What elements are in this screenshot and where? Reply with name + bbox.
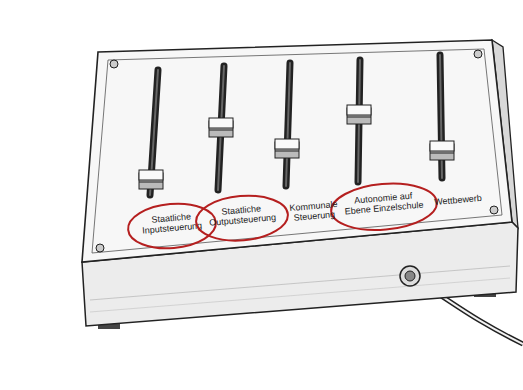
hatching (90, 278, 510, 312)
screw (110, 60, 118, 68)
top-face (82, 40, 512, 262)
screw (96, 244, 104, 252)
cable-connector (400, 266, 420, 286)
circled-label: Autonomie auf Ebene Einzelschule (328, 179, 440, 236)
node-text: Autonomie auf Ebene Einzelschule (343, 190, 424, 218)
node-text: Staatliche Inputsteuerung (140, 210, 204, 236)
fader-slots (150, 55, 442, 195)
panel-bevel (92, 49, 502, 253)
circled-label: Staatliche Outputsteuerung (193, 191, 291, 245)
screw (474, 50, 482, 58)
fader-knobs (139, 105, 454, 189)
screw (490, 206, 498, 214)
fader-label: Wettbewerb (428, 193, 489, 209)
node-text: Staatliche Outputsteuerung (208, 202, 276, 228)
cable-connector (405, 271, 415, 281)
